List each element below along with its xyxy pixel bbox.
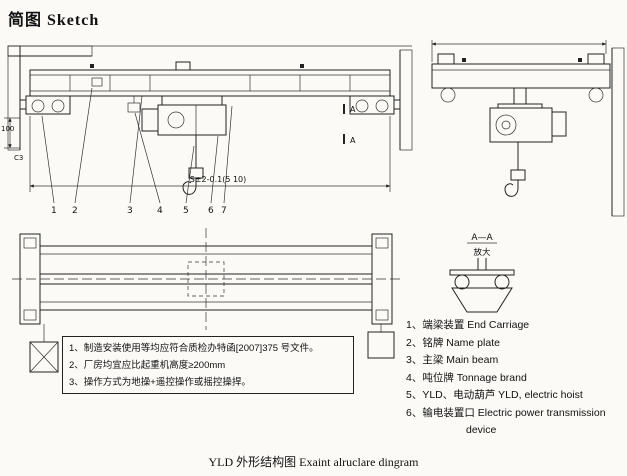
conductor-box-right: [367, 324, 395, 359]
note-line-3: 3、操作方式为地操+遥控操作或摇控操捍。: [69, 377, 251, 388]
legend-item-5: 5、YLD、电动葫芦 YLD, electric hoist: [406, 389, 583, 401]
page-title: 简图 Sketch: [8, 12, 100, 29]
section-cut-marks: A A: [343, 104, 356, 145]
weld-mark: [90, 64, 94, 68]
buffer: [393, 99, 401, 110]
runway-wheel: [440, 87, 456, 103]
hoist-motor: [141, 108, 159, 132]
weld-mark: [300, 64, 304, 68]
legend-item-4: 4、吨位牌 Tonnage brand: [406, 371, 527, 384]
section-letter: A: [350, 105, 356, 114]
callout-4: 4: [157, 206, 163, 216]
hoist-position-outline: [187, 261, 225, 297]
side-elevation-view: [431, 40, 625, 217]
hook-icon-side: [504, 180, 519, 197]
trolley-wheel: [454, 274, 470, 290]
right-wall-hatch-side: [611, 47, 625, 217]
note-line-2: 2、厂房均宜应比起重机高度≥200mm: [69, 360, 226, 371]
power-inlet: [175, 61, 191, 71]
section-aa-sublabel: 放大: [473, 247, 491, 258]
legend-item-6-continuation: device: [466, 424, 497, 436]
rail-flange: [449, 269, 515, 276]
callout-2: 2: [72, 206, 78, 216]
callout-7: 7: [221, 206, 227, 216]
suspension-body: [451, 287, 513, 313]
section-aa-label: A—A: [471, 233, 493, 243]
end-carriage-left-front: [19, 95, 71, 115]
legend-item-2: 2、铭牌 Name plate: [406, 336, 500, 349]
drawing-caption: YLD 外形结构图 Exaint alruclare dingram: [208, 455, 419, 469]
left-dimensions: 100 C3: [1, 117, 23, 162]
callout-3: 3: [127, 206, 133, 216]
right-wall-hatch: [399, 49, 413, 151]
span-dimension-label: S±2-0.1(5 10): [190, 175, 247, 184]
girder-flange-side: [497, 103, 543, 109]
section-aa-detail: A—A 放大: [449, 233, 515, 313]
electric-hoist-side: [489, 107, 567, 197]
trolley-wheel: [494, 274, 510, 290]
plan-view: [12, 228, 400, 330]
callout-6: 6: [208, 206, 214, 216]
legend-item-1: 1、端梁装置 End Carriage: [406, 319, 530, 331]
name-plate: [91, 77, 103, 87]
trolley: [161, 95, 223, 106]
wheel-block: [437, 53, 455, 65]
main-beam-front: [29, 64, 391, 97]
legend-list: 1、端梁装置 End Carriage 2、铭牌 Name plate 3、主梁…: [406, 317, 624, 440]
hoist-motor-side: [551, 111, 567, 137]
weld-mark: [462, 58, 466, 62]
hoist-body-side: [489, 107, 553, 143]
section-letter: A: [350, 136, 356, 145]
wheel-block: [587, 53, 605, 65]
note-line-1: 1、制造安装使用等均应符合质检办特函[2007]375 号文件。: [69, 343, 319, 354]
ceiling-hatch: [7, 45, 93, 57]
runway-wheel: [588, 87, 604, 103]
end-carriage-side: [431, 63, 611, 89]
end-carriage-right-front: [349, 95, 401, 115]
part-callouts: 1 2 3 4 5 6 7: [41, 87, 233, 216]
notes-box: 1、制造安装使用等均应符合质检办特函[2007]375 号文件。 2、厂房均宜应…: [62, 336, 354, 394]
buffer: [19, 99, 27, 110]
callout-5: 5: [183, 206, 189, 216]
weld-mark: [578, 58, 582, 62]
tonnage-plate: [127, 102, 141, 113]
hook-block-side: [510, 169, 526, 181]
legend-item-6: 6、输电装置口 Electric power transmission: [406, 406, 606, 419]
front-elevation-view: A A S±2-0.1(5 10) 100 C3: [1, 45, 413, 216]
electric-hoist-front: [141, 95, 227, 195]
conductor-box-left: [29, 324, 59, 373]
callout-1: 1: [51, 206, 57, 216]
dim-100-label: 100: [1, 125, 14, 133]
span-dimension: S±2-0.1(5 10): [29, 116, 391, 192]
legend-item-3: 3、主梁 Main beam: [406, 354, 499, 366]
dim-c3-label: C3: [14, 154, 23, 162]
